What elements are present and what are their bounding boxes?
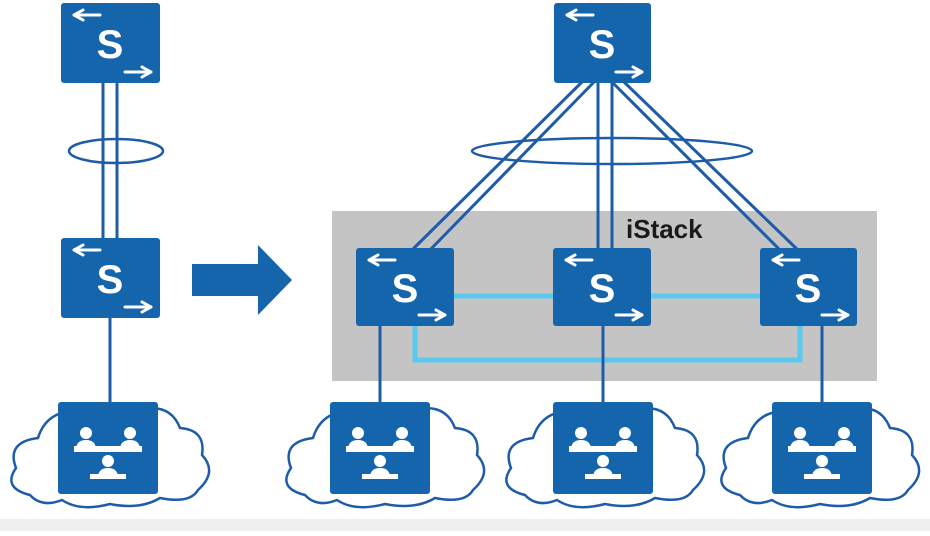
- user-group-icon: [553, 402, 653, 494]
- switch-letter: S: [97, 258, 124, 302]
- transition-arrow-icon: [192, 245, 292, 315]
- switch-icon: S: [554, 3, 651, 83]
- left-uplink-bundle: [101, 80, 119, 405]
- switch-icon: S: [356, 248, 454, 326]
- switch-letter: S: [392, 267, 419, 311]
- istack-label: iStack: [626, 214, 703, 244]
- right-link-aggregation-icon: [470, 136, 754, 166]
- user-group-icon: [772, 402, 872, 494]
- stack-links: [412, 293, 803, 363]
- switch-icon: S: [553, 248, 651, 326]
- switch-letter: S: [97, 23, 124, 67]
- left-link-aggregation-icon: [67, 137, 165, 165]
- switch-icon: S: [760, 248, 857, 326]
- switch-letter: S: [589, 267, 616, 311]
- bottom-strip: [0, 519, 930, 531]
- switch-icon: S: [61, 3, 160, 83]
- switch-letter: S: [795, 267, 822, 311]
- switch-icon: S: [61, 238, 160, 318]
- user-group-icon: [58, 402, 158, 494]
- right-downlinks: [378, 325, 824, 405]
- user-group-icon: [330, 402, 430, 494]
- right-uplink-bundle: [408, 80, 802, 254]
- switch-letter: S: [589, 23, 616, 67]
